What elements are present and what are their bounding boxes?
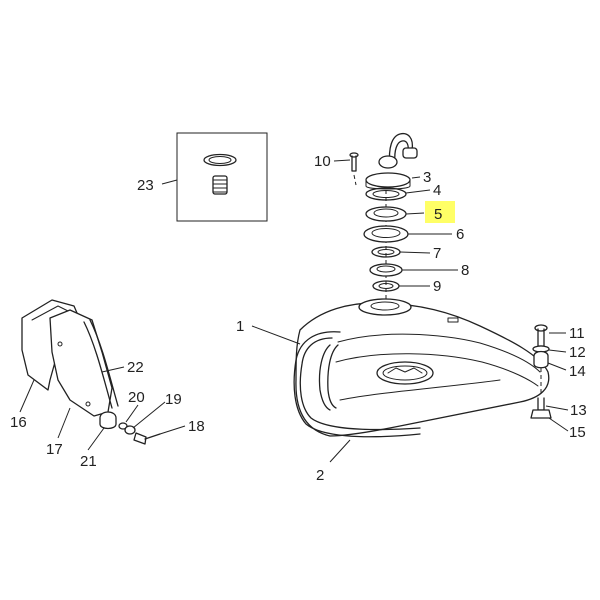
callout-2: 2 (316, 467, 324, 484)
callout-23: 23 (137, 177, 154, 194)
callout-19: 19 (165, 391, 182, 408)
callout-13: 13 (570, 402, 587, 419)
front-mount-hardware (530, 324, 552, 419)
callout-5-highlight (425, 201, 455, 223)
callout-18: 18 (188, 418, 205, 435)
callout-12: 12 (569, 344, 586, 361)
leader-lines (19, 159, 569, 463)
callout-22: 22 (127, 359, 144, 376)
inset-box-part-23 (176, 132, 268, 222)
callout-9: 9 (433, 278, 441, 295)
callout-15: 15 (569, 424, 586, 441)
callout-20: 20 (128, 389, 145, 406)
fuel-tank (295, 298, 550, 437)
callout-11: 11 (569, 325, 585, 342)
callout-16: 16 (10, 414, 27, 431)
callout-8: 8 (461, 262, 469, 279)
callout-10: 10 (314, 153, 331, 170)
callout-1: 1 (236, 318, 244, 335)
callout-4: 4 (433, 182, 441, 199)
callout-14: 14 (569, 363, 586, 380)
callout-6: 6 (456, 226, 464, 243)
callout-17: 17 (46, 441, 63, 458)
callout-21: 21 (80, 453, 97, 470)
side-panels (21, 299, 119, 417)
callout-3: 3 (423, 169, 431, 186)
callout-7: 7 (433, 245, 441, 262)
callout-5: 5 (434, 206, 442, 223)
small-hardware (99, 411, 161, 445)
fuel-cap-assembly (349, 132, 418, 300)
rubber-trim (293, 331, 421, 438)
